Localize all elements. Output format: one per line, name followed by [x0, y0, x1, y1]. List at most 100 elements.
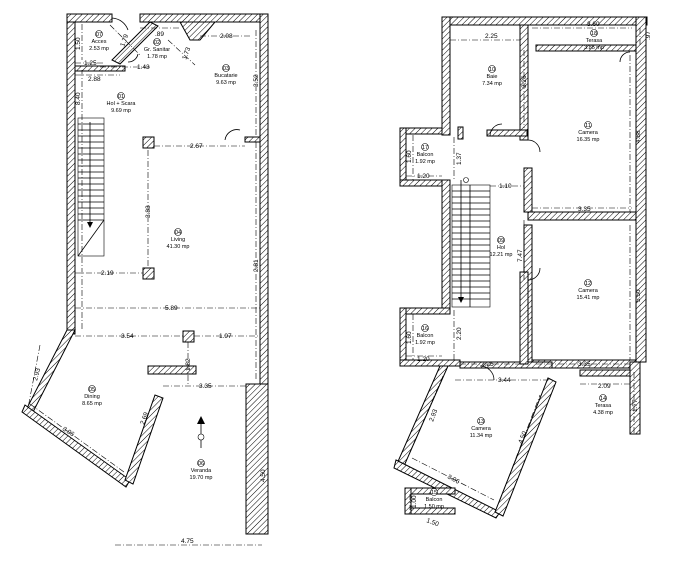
uf-room-camera-13: 13 Camera 11.34 mp	[470, 417, 493, 439]
uf-wall-camera13-left	[395, 365, 449, 467]
uf-room-baie-10: 10 Baie 7.34 mp	[482, 65, 502, 87]
gf-veranda-steps	[197, 416, 205, 448]
svg-text:10: 10	[489, 67, 495, 73]
uf-door-baie	[489, 123, 503, 137]
uf-staircase	[451, 177, 491, 308]
svg-text:05: 05	[89, 387, 95, 393]
uf-dim-335a: 3.35	[578, 206, 591, 213]
gf-pillar-top	[142, 136, 155, 149]
svg-text:11.34 mp: 11.34 mp	[470, 433, 493, 439]
gf-dim-208: 2.08	[220, 33, 233, 40]
uf-dim-110: 1.10	[499, 183, 512, 190]
gf-wall-sanitary-diagonal	[111, 21, 159, 65]
uf-dimension-labels: 3.60 2.25 .97 3.26 4.88 1.60 1.37 1.20 1…	[406, 21, 652, 528]
svg-text:Living: Living	[171, 237, 185, 243]
svg-text:15.41 mp: 15.41 mp	[577, 295, 600, 301]
svg-text:Gr. Sanitar: Gr. Sanitar	[144, 47, 170, 53]
uf-dim-177: 1.77	[632, 399, 639, 412]
uf-wall-hall-right	[519, 271, 529, 365]
uf-room-terasa-18: 18 Terasa 3.85 mp	[584, 29, 604, 51]
uf-balcony16-top	[399, 307, 451, 315]
uf-dim-550: 5.50	[635, 289, 642, 302]
svg-text:1.92 mp: 1.92 mp	[415, 159, 435, 165]
gf-dim-197: 1.97	[219, 333, 232, 340]
uf-room-balcon-15: 15 Balcon 1.50 mp	[424, 488, 444, 510]
svg-text:Terasa: Terasa	[595, 403, 612, 409]
uf-balcony15-left	[404, 487, 412, 515]
uf-dim-150: 1.50	[425, 517, 440, 528]
gf-wall-top-left	[66, 13, 113, 23]
uf-dim-335b: 3.35	[578, 361, 591, 368]
gf-wall-dining-left	[24, 329, 76, 413]
gf-pillar-bottom	[142, 267, 155, 280]
svg-text:1.78 mp: 1.78 mp	[147, 54, 167, 60]
svg-text:13: 13	[478, 419, 484, 425]
uf-wall-camera11-bottom	[527, 211, 637, 221]
uf-dim-488: 4.88	[635, 130, 642, 143]
uf-dim-160a: 1.60	[406, 150, 413, 163]
uf-wall-top	[441, 16, 648, 26]
uf-dim-160b: 1.60	[406, 331, 413, 344]
gf-room-gr-sanitar: 02 Gr. Sanitar 1.78 mp	[144, 38, 170, 60]
svg-text:Dining: Dining	[84, 394, 100, 400]
gf-dim-179: 1.79	[119, 33, 130, 48]
gf-wall-dining-bottom	[21, 404, 131, 488]
svg-text:Terasa: Terasa	[586, 38, 603, 44]
gf-pillar-mid	[182, 330, 195, 343]
gf-room-bucatarie: 03 Bucatarie 9.63 mp	[214, 64, 238, 86]
svg-text:18: 18	[591, 31, 597, 37]
gf-staircase	[77, 117, 105, 257]
svg-text:Camera: Camera	[578, 130, 599, 136]
uf-wall-hall-divider	[457, 126, 464, 140]
uf-room-balcon-17: 17 Balcon 1.92 mp	[415, 143, 435, 165]
gf-wall-kitchen-stub	[244, 136, 261, 143]
uf-dim-209: 2.09	[598, 383, 611, 390]
gf-dim-143: 1.43	[137, 64, 150, 71]
svg-text:7.34 mp: 7.34 mp	[482, 81, 502, 87]
svg-text:11: 11	[585, 123, 591, 129]
ground-floor-plan: 1.50 1.79 .89 1.73 2.08 1.25 1.43 2.88 3…	[21, 13, 269, 546]
gf-room-veranda: 06 Veranda 19.70 mp	[190, 459, 212, 481]
svg-text:14: 14	[600, 396, 606, 402]
uf-dim-97: .97	[645, 31, 652, 40]
svg-text:Balcon: Balcon	[417, 152, 434, 158]
gf-wall-left-upper	[66, 13, 76, 335]
svg-text:02: 02	[154, 40, 160, 46]
svg-text:9.69 mp: 9.69 mp	[111, 108, 131, 114]
uf-dim-450: 4.50	[517, 430, 528, 445]
svg-text:2.53 mp: 2.53 mp	[89, 46, 109, 52]
gf-dim-150: 1.50	[75, 37, 82, 50]
uf-room-balcon-16: 16 Balcon 1.92 mp	[415, 324, 435, 346]
gf-room-dining: 05 Dining 8.65 mp	[82, 385, 102, 407]
gf-wall-veranda-right	[245, 383, 269, 535]
gf-wall-dining-top	[147, 365, 197, 375]
uf-wall-left-top	[441, 16, 451, 136]
gf-dim-281: 2.81	[253, 259, 260, 272]
uf-wall-camera11-left	[523, 167, 533, 213]
svg-text:8.65 mp: 8.65 mp	[82, 401, 102, 407]
gf-wall-top-right	[139, 13, 269, 23]
uf-wall-right	[635, 16, 647, 363]
uf-wall-camera13-top	[459, 361, 553, 369]
svg-text:16.35 mp: 16.35 mp	[577, 137, 600, 143]
uf-dim-326: 3.26	[521, 75, 528, 88]
svg-text:01: 01	[118, 94, 124, 100]
gf-door-entry	[111, 17, 129, 31]
svg-text:16: 16	[422, 326, 428, 332]
gf-door-wc	[127, 53, 139, 63]
gf-dim-89: .89	[155, 31, 164, 38]
uf-door-terrace18	[619, 51, 631, 63]
gf-room-acces: 07 Acces 2.53 mp	[89, 30, 109, 52]
svg-text:Camera: Camera	[578, 288, 599, 294]
gf-dim-269: 2.69	[139, 411, 150, 426]
gf-room-hol-scara: 01 Hol + Scara 9.69 mp	[107, 92, 136, 114]
gf-dim-267: 2.67	[190, 143, 203, 150]
upper-floor-plan: 3.60 2.25 .97 3.26 4.88 1.60 1.37 1.20 1…	[393, 16, 652, 528]
svg-text:Balcon: Balcon	[417, 333, 434, 339]
gf-dim-840: 8.40	[75, 92, 82, 105]
uf-dim-137: 1.37	[456, 152, 463, 165]
gf-wall-access	[74, 65, 126, 72]
uf-wall-camera13-right	[494, 377, 557, 517]
gf-dim-173: 1.73	[181, 46, 192, 61]
uf-dim-306: 3.06	[446, 474, 461, 486]
